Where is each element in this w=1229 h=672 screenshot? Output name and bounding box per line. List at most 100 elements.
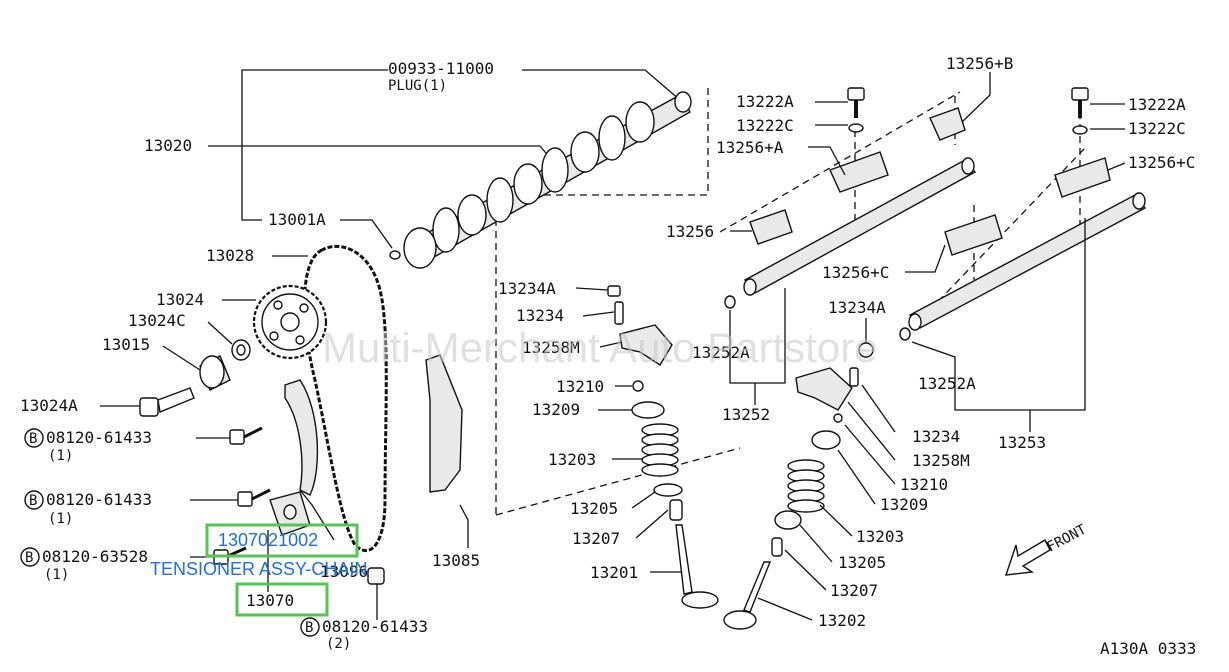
label-rocker-base: 13256 bbox=[666, 222, 714, 241]
svg-text:B: B bbox=[29, 493, 37, 509]
collet-right bbox=[833, 413, 843, 423]
label-bottom-bolt: 08120-61433 bbox=[322, 617, 428, 636]
rocker-arm-left bbox=[619, 324, 673, 366]
label-spring-retainer-right: 13205 bbox=[838, 553, 886, 572]
rocker-shaft-left bbox=[743, 157, 977, 296]
label-guide-bolt-1-qty: (1) bbox=[48, 448, 73, 464]
hotspot-ref[interactable]: 13070 bbox=[246, 591, 294, 610]
label-exhaust-valve: 13202 bbox=[818, 611, 866, 630]
label-adjuster-nut-left: 13234A bbox=[498, 279, 556, 298]
label-plug-number: 00933-11000 bbox=[388, 59, 494, 78]
chain-guide bbox=[284, 379, 319, 496]
b-marker-icon bbox=[20, 547, 40, 567]
guide-bolt-1 bbox=[229, 426, 263, 445]
bottom-bolt bbox=[367, 567, 385, 585]
label-spring-seat-left: 13209 bbox=[532, 400, 580, 419]
rocker-bolt-right bbox=[1071, 87, 1089, 135]
label-rocker-a: 13256+A bbox=[716, 138, 784, 157]
rocker-bracket-c-left bbox=[944, 214, 1003, 256]
label-spring-right: 13203 bbox=[856, 527, 904, 546]
spring-retainer-right bbox=[774, 510, 802, 530]
camshaft-assembly bbox=[208, 69, 709, 515]
b-marker-icon bbox=[24, 490, 44, 510]
label-guide-bolt-2-qty: (1) bbox=[48, 511, 73, 527]
camshaft bbox=[389, 91, 692, 269]
valve-seal-left bbox=[669, 499, 683, 521]
hotspot-box-part-no[interactable] bbox=[205, 523, 359, 558]
label-shaft-pin-right: 13252A bbox=[918, 374, 976, 393]
spring-seat-left bbox=[631, 401, 665, 419]
b-marker-icon bbox=[300, 617, 320, 637]
front-arrow-icon bbox=[1004, 539, 1051, 576]
label-collet-right: 13210 bbox=[900, 475, 948, 494]
label-adjuster-nut-right: 13234A bbox=[828, 298, 886, 317]
label-plug-name: PLUG(1) bbox=[388, 78, 447, 94]
label-valve-seal-left: 13207 bbox=[572, 529, 620, 548]
valve-seal-right bbox=[771, 537, 783, 557]
rocker-bracket-base bbox=[749, 209, 793, 245]
adjuster-nut-left bbox=[607, 285, 621, 297]
label-rocker-washer-left: 13222C bbox=[736, 116, 794, 135]
label-spring-seat-right: 13209 bbox=[880, 495, 928, 514]
watermark: Multi-Merchant Auto Partstore bbox=[322, 324, 878, 371]
label-guide-hidden: 13096 bbox=[320, 562, 368, 581]
label-shaft-pin-left: 13252A bbox=[692, 343, 750, 362]
label-tension-guide: 13085 bbox=[432, 551, 480, 570]
label-rocker-arm-right: 13258M bbox=[912, 451, 970, 470]
label-sprocket: 13024 bbox=[156, 290, 204, 309]
part-labels: 00933-11000 PLUG(1) 13020 13001A 13028 1… bbox=[20, 54, 1196, 658]
label-adjuster-screw-left: 13234 bbox=[516, 306, 564, 325]
sprocket-bolt bbox=[139, 387, 195, 417]
label-tensioner-bolt-qty: (1) bbox=[44, 567, 69, 583]
label-valve-seal-right: 13207 bbox=[830, 581, 878, 600]
collet-left bbox=[632, 380, 644, 392]
label-rocker-washer-right: 13222C bbox=[1128, 119, 1186, 138]
timing-chain bbox=[303, 244, 388, 552]
label-front: FRONT bbox=[1044, 521, 1089, 555]
svg-text:B: B bbox=[25, 550, 33, 566]
hotspot-box-ref[interactable] bbox=[235, 582, 329, 617]
label-rocker-b: 13256+B bbox=[946, 54, 1013, 73]
hotspot-part-name[interactable]: TENSIONER ASSY-CHAIN bbox=[150, 559, 367, 579]
rocker-bracket-b bbox=[929, 107, 966, 141]
label-rocker-shaft-left: 13252 bbox=[722, 405, 770, 424]
label-tensioner-bolt: 08120-63528 bbox=[42, 547, 148, 566]
label-guide-bolt-2: 08120-61433 bbox=[46, 490, 152, 509]
svg-text:B: B bbox=[29, 431, 37, 447]
rocker-bracket-a bbox=[829, 151, 889, 193]
exhaust-valve bbox=[723, 561, 772, 630]
rocker-shaft-right bbox=[908, 192, 1147, 331]
label-spring-left: 13203 bbox=[548, 450, 596, 469]
b-marker-icon bbox=[24, 428, 44, 448]
label-sprocket-washer: 13024C bbox=[128, 311, 186, 330]
label-adjuster-screw-right: 13234 bbox=[912, 427, 960, 446]
hotspot-part-no[interactable]: 1307021002 bbox=[218, 530, 318, 550]
label-sprocket-spacer: 13015 bbox=[102, 335, 150, 354]
adjuster-screw-right bbox=[849, 367, 859, 387]
label-sprocket-bolt: 13024A bbox=[20, 396, 78, 415]
svg-text:B: B bbox=[305, 620, 313, 636]
label-camshaft: 13020 bbox=[144, 136, 192, 155]
valve-spring-left bbox=[641, 423, 679, 477]
label-camshaft-bolt: 13001A bbox=[268, 210, 326, 229]
hotspot-tensioner[interactable]: 1307021002 TENSIONER ASSY-CHAIN 13070 bbox=[150, 523, 367, 617]
shaft-pin-left bbox=[724, 295, 736, 309]
valve-spring-right bbox=[787, 459, 825, 513]
label-rocker-c-left: 13256+C bbox=[822, 263, 889, 282]
intake-valve bbox=[675, 524, 719, 609]
label-collet-left: 13210 bbox=[556, 377, 604, 396]
tension-guide bbox=[425, 354, 463, 493]
rocker-arm-right bbox=[795, 367, 853, 411]
shaft-pin-right bbox=[899, 327, 911, 341]
spring-seat-right bbox=[811, 430, 841, 450]
label-rocker-arm-left: 13258M bbox=[522, 338, 580, 357]
adjuster-screw-left bbox=[614, 301, 624, 325]
label-guide-bolt-1: 08120-61433 bbox=[46, 428, 152, 447]
spring-retainer-left bbox=[653, 483, 683, 497]
timing-chain-assembly bbox=[100, 244, 469, 620]
rocker-bolt-left bbox=[847, 87, 865, 133]
figure-code: A130A 0333 bbox=[1100, 639, 1196, 658]
chain-tensioner bbox=[269, 491, 311, 536]
label-bottom-bolt-qty: (2) bbox=[326, 636, 351, 652]
